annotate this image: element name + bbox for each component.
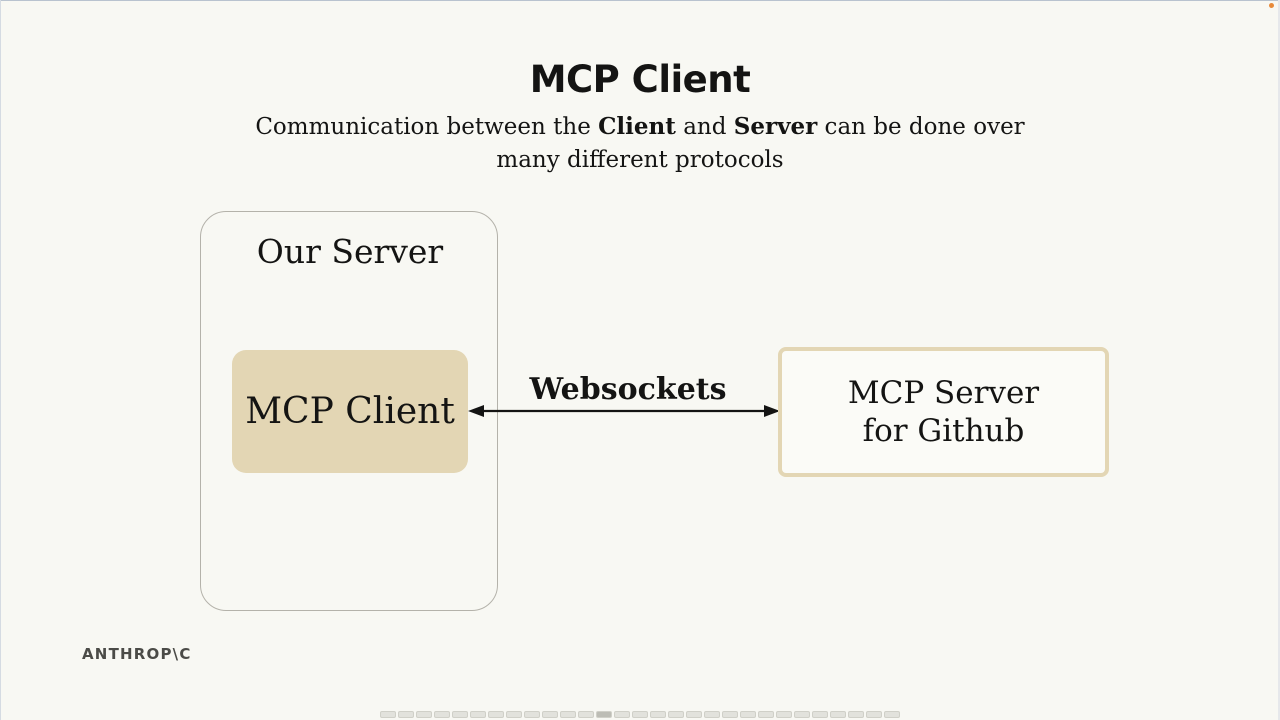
pager-slide-9[interactable]: [524, 711, 540, 718]
mcp-client-label: MCP Client: [245, 391, 455, 432]
slide-title: MCP Client: [529, 58, 751, 101]
pager-slide-1[interactable]: [380, 711, 396, 718]
window-top-border: [0, 0, 1280, 1]
pager-slide-16[interactable]: [650, 711, 666, 718]
anthropic-logo: ANTHROP\C: [82, 645, 192, 663]
pager-slide-17[interactable]: [668, 711, 684, 718]
subtitle-text-2: and: [675, 114, 734, 140]
pager-slide-22[interactable]: [758, 711, 774, 718]
mcp-server-github-box: MCP Server for Github: [778, 347, 1109, 477]
pager-slide-13[interactable]: [596, 711, 612, 718]
status-dot-icon: [1269, 3, 1274, 8]
our-server-label: Our Server: [256, 232, 444, 271]
pager-slide-25[interactable]: [812, 711, 828, 718]
subtitle-bold-server: Server: [733, 113, 818, 140]
window-right-border: [1278, 0, 1280, 720]
subtitle-text-1: Communication between the: [255, 114, 599, 140]
pager-slide-3[interactable]: [416, 711, 432, 718]
pager-slide-28[interactable]: [866, 711, 882, 718]
subtitle-text-3: can be done over many different protocol…: [496, 114, 1025, 173]
pager-slide-27[interactable]: [848, 711, 864, 718]
pager-slide-26[interactable]: [830, 711, 846, 718]
pager-slide-4[interactable]: [434, 711, 450, 718]
connection-label: Websockets: [529, 372, 727, 407]
pager-slide-24[interactable]: [794, 711, 810, 718]
pager-slide-19[interactable]: [704, 711, 720, 718]
pager-slide-23[interactable]: [776, 711, 792, 718]
pager-slide-2[interactable]: [398, 711, 414, 718]
pager-slide-5[interactable]: [452, 711, 468, 718]
pager-slide-14[interactable]: [614, 711, 630, 718]
pager-slide-7[interactable]: [488, 711, 504, 718]
pager-slide-20[interactable]: [722, 711, 738, 718]
bidirectional-arrow-icon: [468, 405, 780, 417]
mcp-server-github-label: MCP Server for Github: [847, 375, 1040, 449]
pager-slide-12[interactable]: [578, 711, 594, 718]
pager-slide-8[interactable]: [506, 711, 522, 718]
arrow-head-left-icon: [468, 405, 484, 417]
pager-slide-21[interactable]: [740, 711, 756, 718]
pager-slide-18[interactable]: [686, 711, 702, 718]
pager-slide-6[interactable]: [470, 711, 486, 718]
arrow-head-right-icon: [764, 405, 780, 417]
pager-slide-15[interactable]: [632, 711, 648, 718]
slide-subtitle: Communication between the Client and Ser…: [240, 110, 1040, 177]
pager-slide-11[interactable]: [560, 711, 576, 718]
mcp-client-box: MCP Client: [232, 350, 468, 473]
pager-slide-10[interactable]: [542, 711, 558, 718]
slide-pager[interactable]: [380, 711, 900, 718]
window-left-border: [0, 0, 1, 720]
subtitle-bold-client: Client: [598, 113, 676, 140]
pager-slide-29[interactable]: [884, 711, 900, 718]
